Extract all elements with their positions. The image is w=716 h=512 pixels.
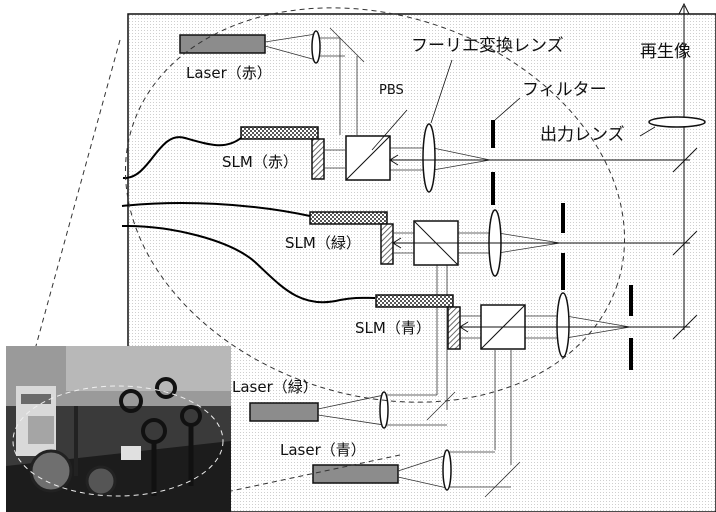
fourier-lens-blue	[557, 293, 569, 357]
lens-green-collimator	[380, 392, 388, 428]
slm-green-label: SLM（緑）	[285, 236, 361, 251]
lens-blue-collimator	[443, 450, 451, 490]
fourier-lens-label: フーリエ変換レンズ	[411, 38, 564, 55]
output-lens	[649, 117, 705, 127]
slm-red-mirror	[312, 139, 324, 179]
optical-bench-photo-art	[6, 346, 231, 512]
output-lens-label: 出力レンズ	[540, 127, 625, 144]
filter-label: フィルター	[522, 82, 607, 99]
reconstruction-label: 再生像	[640, 44, 691, 61]
slm-blue	[376, 295, 453, 307]
laser-red	[180, 35, 265, 53]
laser-blue	[313, 465, 398, 483]
slm-blue-label: SLM（青）	[355, 321, 431, 336]
laser-green	[250, 403, 318, 421]
laser-green-label: Laser（緑）	[232, 380, 318, 395]
pbs-red	[346, 136, 390, 180]
slm-red-label: SLM（赤）	[222, 155, 298, 170]
optical-bench-photo	[6, 346, 231, 512]
fourier-lens-red	[423, 124, 435, 192]
slm-green-mirror	[381, 224, 393, 264]
slm-green	[310, 212, 387, 224]
pbs-label: PBS	[379, 84, 404, 97]
laser-red-label: Laser（赤）	[186, 66, 272, 81]
lens-red-collimator	[312, 31, 320, 63]
laser-blue-label: Laser（青）	[280, 443, 366, 458]
slm-red	[241, 127, 318, 139]
slm-blue-mirror	[448, 307, 460, 349]
